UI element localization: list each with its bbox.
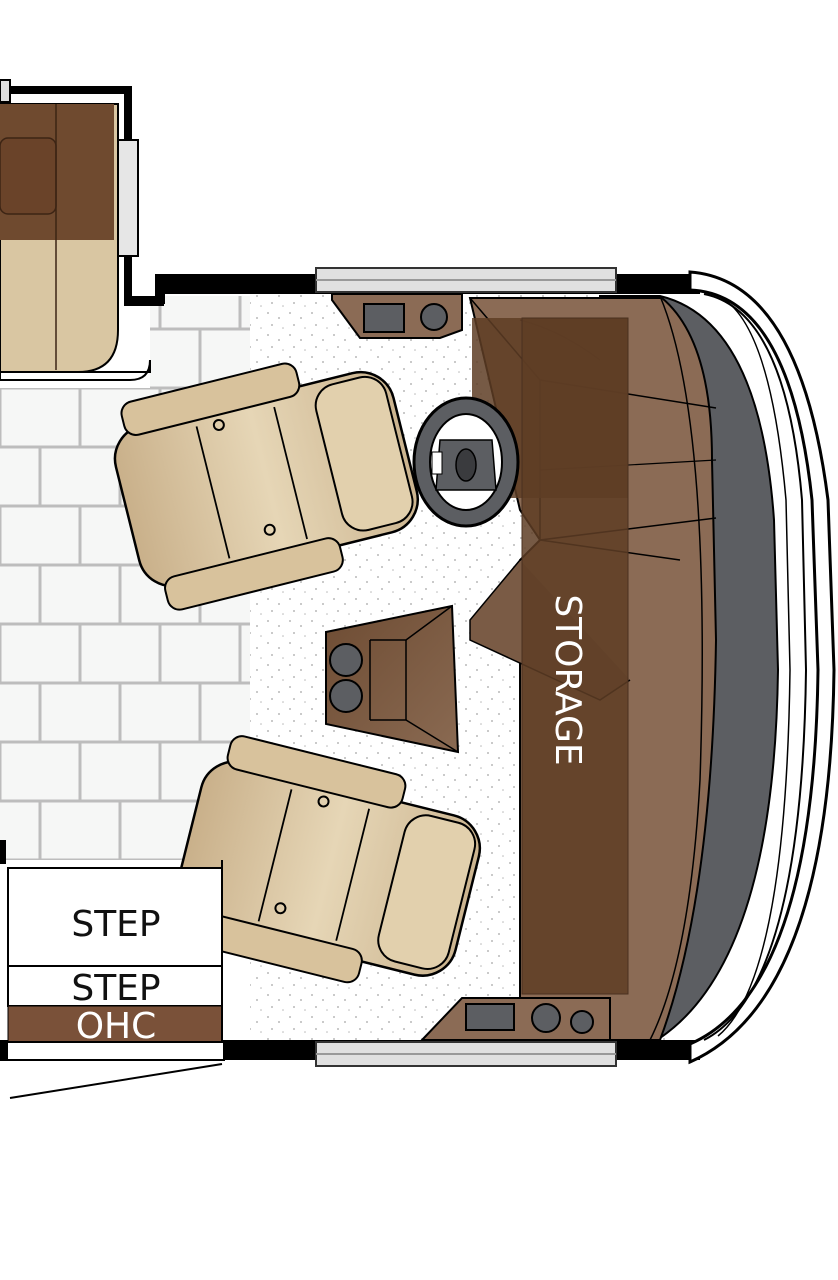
center-console: [325, 604, 460, 754]
steering-wheel: [412, 396, 520, 528]
ohc-label: OHC: [76, 1006, 157, 1047]
cupholder-icon: [329, 643, 363, 677]
bottom-instrument-panel: [419, 997, 611, 1041]
windshield: [688, 270, 836, 1065]
storage-area-lower: [522, 318, 628, 994]
step-lower-label: STEP: [71, 968, 160, 1009]
passenger-seat: [175, 735, 482, 984]
top-left-cabinet: [0, 79, 165, 381]
top-instrument-panel: [331, 293, 463, 339]
step-upper-label: STEP: [71, 904, 160, 945]
storage-label: STORAGE: [547, 594, 588, 765]
cupholder-icon: [329, 679, 363, 713]
entry-steps: [0, 840, 225, 1099]
tile-floor-top: [150, 296, 250, 388]
driver-seat: [113, 362, 419, 611]
